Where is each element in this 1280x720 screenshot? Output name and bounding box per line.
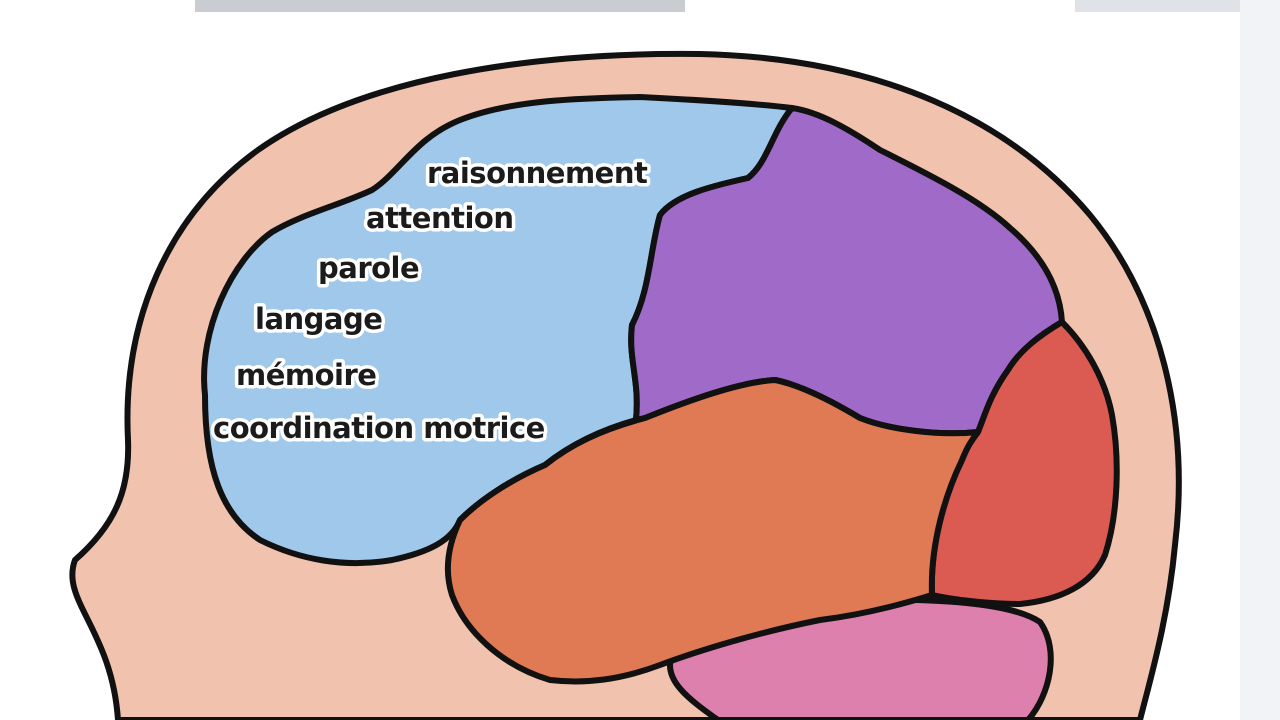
background-strip-top-right <box>1075 0 1280 12</box>
occipital-lobe <box>928 319 1120 607</box>
frontal-lobe-labels: raisonnement attention parole langage mé… <box>210 153 652 449</box>
label-memoire: mémoire <box>236 358 376 392</box>
label-parole: parole <box>318 251 419 285</box>
temporal-lobe <box>444 377 981 685</box>
label-raisonnement: raisonnement <box>427 156 648 190</box>
background-strips <box>195 0 1280 720</box>
label-coordination-motrice: coordination motrice <box>213 411 545 445</box>
background-strip-top-left <box>195 0 685 12</box>
label-attention: attention <box>366 201 513 235</box>
label-langage: langage <box>255 302 382 336</box>
background-strip-right <box>1240 0 1280 720</box>
